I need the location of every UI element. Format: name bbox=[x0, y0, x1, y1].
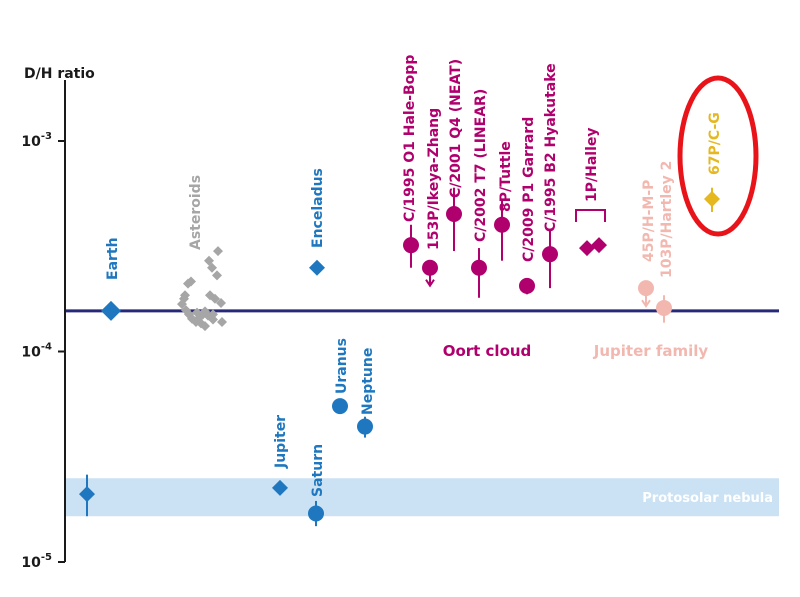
y-tick-label: 10-3 bbox=[21, 131, 52, 150]
upper-limit-arrow bbox=[641, 299, 651, 308]
c-1995-b2-hyakutake-label: C/1995 B2 Hyakutake bbox=[543, 63, 559, 232]
halley-label: 1P/Halley bbox=[584, 128, 600, 203]
uranus-label: Uranus bbox=[334, 338, 350, 394]
enceladus-label: Enceladus bbox=[310, 168, 326, 248]
highlight-ellipse bbox=[677, 75, 759, 237]
protosolar-band bbox=[66, 478, 779, 517]
earth-point bbox=[101, 300, 121, 321]
c-2001-q4-neat-point bbox=[446, 205, 462, 222]
c-2009-p1-garrard-point bbox=[519, 277, 535, 294]
asteroid-point bbox=[200, 321, 210, 332]
unlabeled-point bbox=[79, 486, 95, 503]
asteroid-point bbox=[216, 297, 226, 308]
asteroid-point bbox=[212, 270, 222, 281]
uranus-point bbox=[332, 398, 348, 415]
saturn-label: Saturn bbox=[310, 444, 326, 497]
asteroid-point bbox=[208, 314, 218, 325]
y-axis-label: D/H ratio bbox=[24, 66, 95, 82]
asteroid-point bbox=[207, 262, 217, 273]
neptune-label: Neptune bbox=[360, 348, 376, 415]
earth-label: Earth bbox=[105, 237, 121, 280]
153p-ikeya-zhang-point bbox=[422, 259, 438, 276]
103p-hartley-2-point bbox=[656, 299, 672, 316]
asteroid-point bbox=[177, 299, 187, 310]
c-2002-t7-linear-point bbox=[471, 259, 487, 276]
jupiter-point bbox=[272, 479, 288, 496]
153p-ikeya-zhang-label: 153P/Ikeya-Zhang bbox=[426, 108, 442, 250]
45p-h-m-p-label: 45P/H-M-P bbox=[641, 180, 657, 262]
67p-c-g-label: 67P/C-G bbox=[707, 112, 723, 175]
asteroid-point bbox=[200, 306, 210, 317]
8p-tuttle-label: 8P/Tuttle bbox=[498, 141, 514, 212]
asteroid-point bbox=[194, 313, 204, 324]
c-1995-o1-hale-bopp-label: C/1995 O1 Hale-Bopp bbox=[402, 55, 418, 222]
asteroid-point bbox=[204, 255, 214, 266]
jupiter-family-label: Jupiter family bbox=[593, 342, 709, 360]
y-tick-label: 10-5 bbox=[21, 552, 52, 571]
jupiter-label: Jupiter bbox=[273, 415, 289, 469]
unlabeled-point bbox=[579, 240, 595, 257]
neptune-point bbox=[357, 418, 373, 435]
45p-h-m-p-point bbox=[638, 280, 654, 297]
asteroids-label: Asteroids bbox=[188, 175, 204, 250]
upper-limit-arrow bbox=[425, 279, 435, 288]
saturn-point bbox=[308, 505, 324, 522]
asteroid-point bbox=[217, 317, 227, 328]
asteroid-point bbox=[208, 309, 218, 320]
unlabeled-point bbox=[591, 237, 607, 254]
y-tick-label: 10-4 bbox=[21, 342, 52, 361]
asteroid-point bbox=[186, 276, 196, 287]
c-2002-t7-linear-label: C/2002 T7 (LINEAR) bbox=[473, 89, 489, 242]
67p-c-g-point bbox=[704, 191, 720, 208]
asteroid-point bbox=[210, 293, 220, 304]
c-2001-q4-neat-label: C/2001 Q4 (NEAT) bbox=[448, 59, 464, 198]
halley-bracket bbox=[575, 209, 606, 222]
c-1995-b2-hyakutake-point bbox=[542, 246, 558, 263]
oort-cloud-label: Oort cloud bbox=[443, 342, 532, 360]
asteroid-point bbox=[213, 246, 223, 257]
c-1995-o1-hale-bopp-point bbox=[403, 237, 419, 254]
8p-tuttle-point bbox=[494, 216, 510, 233]
c-2009-p1-garrard-label: C/2009 P1 Garrard bbox=[521, 117, 537, 262]
protosolar-band-label: Protosolar nebula bbox=[642, 491, 773, 506]
enceladus-point bbox=[309, 259, 325, 276]
103p-hartley-2-label: 103P/Hartley 2 bbox=[659, 161, 675, 278]
